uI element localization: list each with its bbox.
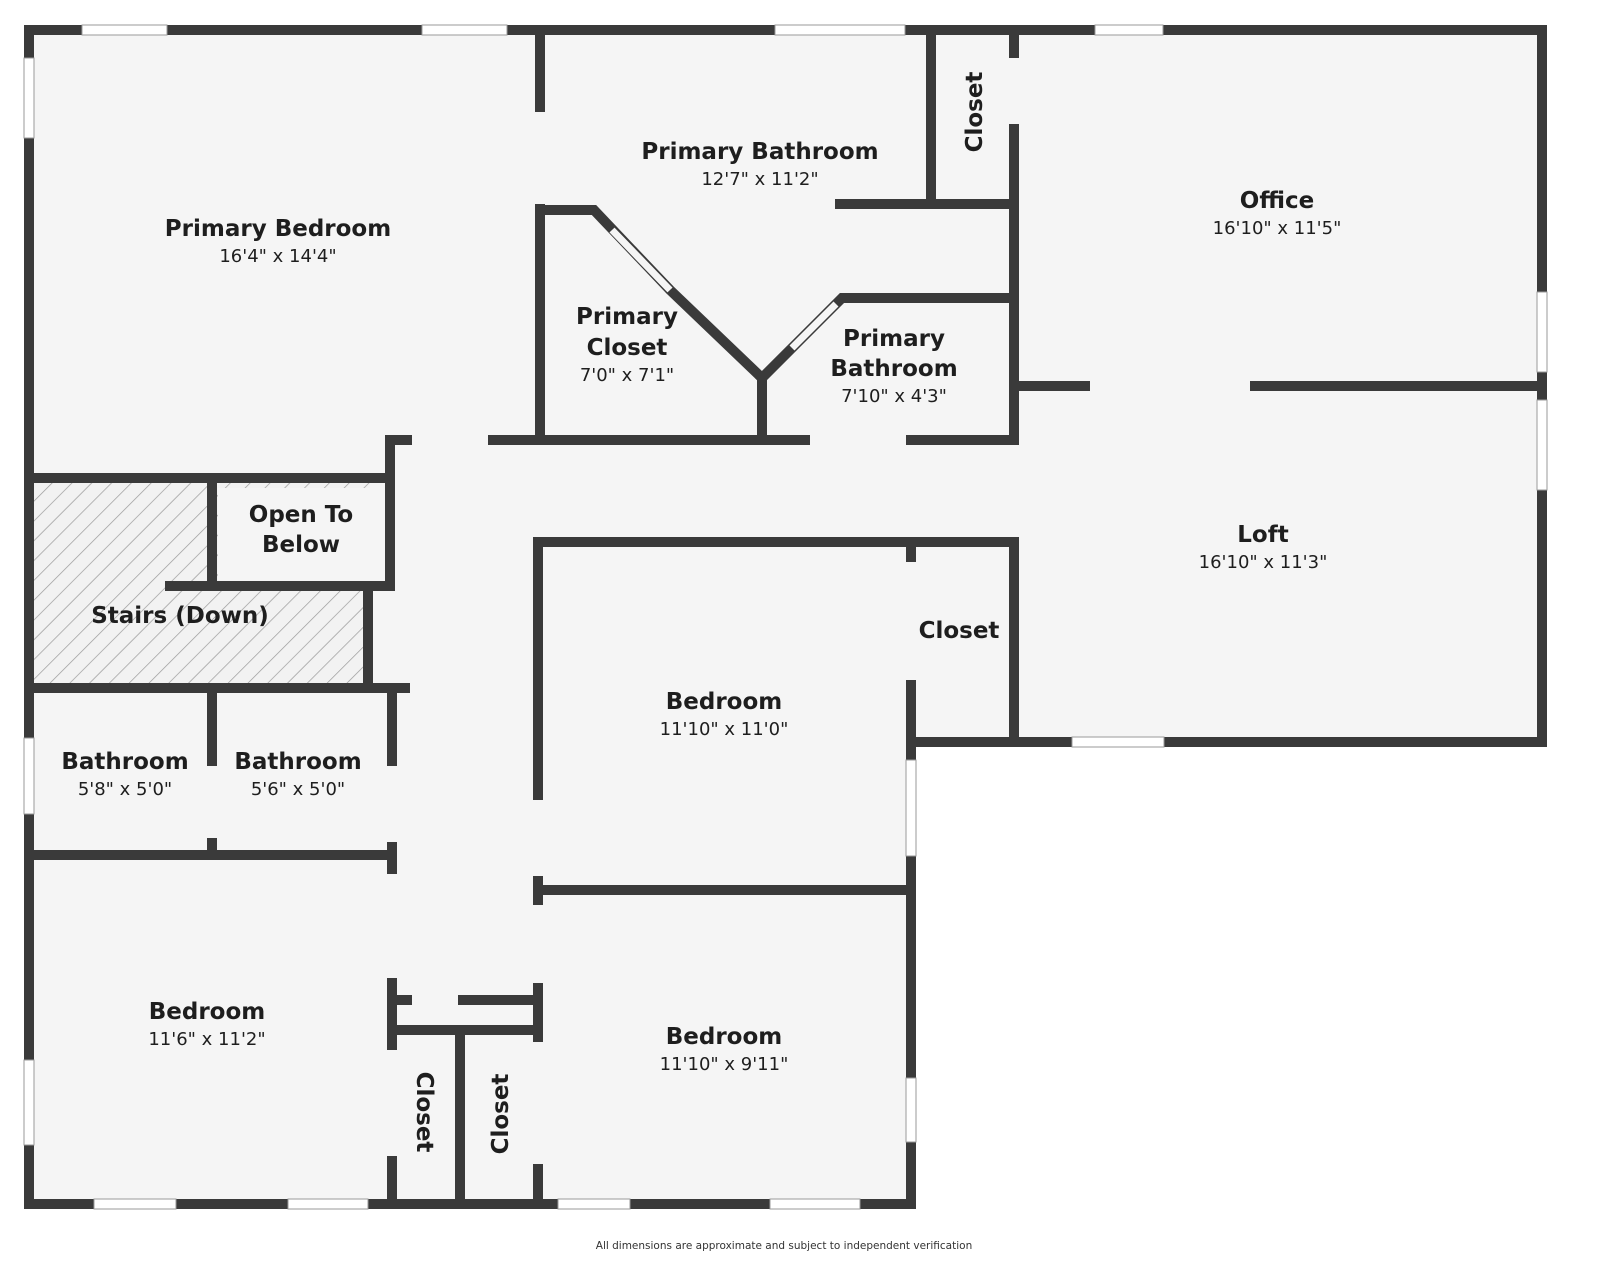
diagonal-doors [609,227,839,351]
room-name: Primary [576,304,678,330]
bathroom-right-label: Bathroom 5'6" x 5'0" [234,749,361,800]
primary-bathroom-small-label: Primary Bathroom 7'10" x 4'3" [830,326,957,407]
room-dimensions: 5'6" x 5'0" [251,779,345,800]
room-name: Closet [919,618,1000,644]
open-to-below-label: Open To Below [249,502,353,558]
stairs-label: Stairs (Down) [91,603,269,629]
room-name: Below [262,532,340,558]
room-name: Closet [488,1074,514,1155]
primary-bathroom-main-label: Primary Bathroom 12'7" x 11'2" [641,139,878,190]
room-dimensions: 16'4" x 14'4" [219,246,336,267]
room-dimensions: 12'7" x 11'2" [701,169,818,190]
closet-mid-label: Closet [919,618,1000,644]
room-dimensions: 7'0" x 7'1" [580,365,674,386]
room-dimensions: 11'6" x 11'2" [148,1029,265,1050]
room-dimensions: 5'8" x 5'0" [78,779,172,800]
room-name: Closet [962,72,988,153]
bedroom-bottom-left-label: Bedroom 11'6" x 11'2" [148,999,265,1050]
room-name: Stairs (Down) [91,603,269,629]
room-dimensions: 7'10" x 4'3" [841,386,947,407]
doorways [207,58,1250,1164]
room-name: Closet [587,335,668,361]
office-label: Office 16'10" x 11'5" [1213,188,1342,239]
loft-label: Loft 16'10" x 11'3" [1199,522,1328,573]
room-name: Bathroom [234,749,361,775]
room-name: Loft [1237,522,1288,548]
room-name: Primary Bedroom [165,216,391,242]
room-dimensions: 11'10" x 9'11" [660,1054,789,1075]
floor-areas [29,30,1542,1204]
bedroom-bottom-center-label: Bedroom 11'10" x 9'11" [660,1024,789,1075]
room-dimensions: 11'10" x 11'0" [660,719,789,740]
room-name: Office [1240,188,1314,214]
closet-bottom-1-label: Closet [411,1072,437,1153]
room-name: Bedroom [149,999,266,1025]
primary-closet-label: Primary Closet 7'0" x 7'1" [576,304,678,386]
primary-bedroom-label: Primary Bedroom 16'4" x 14'4" [165,216,391,267]
closet-top-label: Closet [962,72,988,153]
room-name: Bedroom [666,689,783,715]
open-to-below-floor [218,488,387,586]
room-dimensions: 16'10" x 11'3" [1199,552,1328,573]
room-name: Open To [249,502,353,528]
closet-bottom-2-label: Closet [488,1074,514,1155]
bedroom-center-label: Bedroom 11'10" x 11'0" [660,689,789,740]
room-dimensions: 16'10" x 11'5" [1213,218,1342,239]
room-name: Bathroom [830,356,957,382]
windows [23,24,1548,1210]
bathroom-left-label: Bathroom 5'8" x 5'0" [61,749,188,800]
room-name: Primary Bathroom [641,139,878,165]
disclaimer-text: All dimensions are approximate and subje… [596,1240,972,1252]
room-name: Bedroom [666,1024,783,1050]
room-name: Bathroom [61,749,188,775]
room-name: Closet [411,1072,437,1153]
room-name: Primary [843,326,945,352]
